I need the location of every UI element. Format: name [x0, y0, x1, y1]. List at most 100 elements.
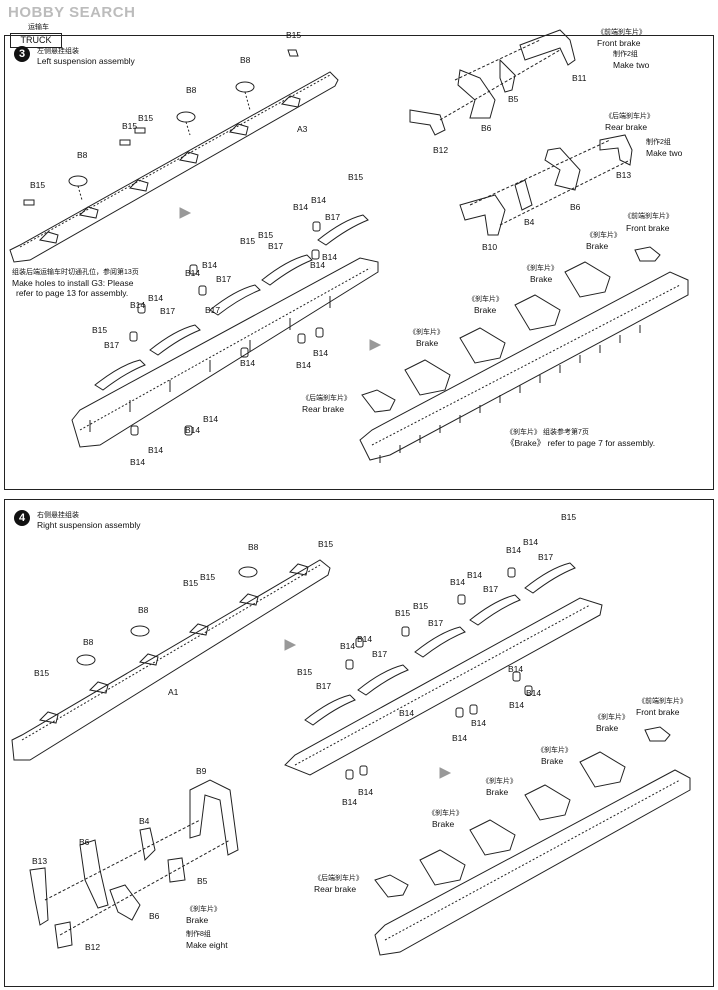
suspension-beam-brakes-step3: [359, 271, 689, 461]
brake-en: Brake: [541, 756, 564, 766]
rear-brake-cn: 《后端刹车片》: [605, 113, 654, 120]
header-subtitle: 运输车: [28, 24, 49, 31]
label-b17: B17: [205, 305, 221, 315]
brake-en: Brake: [474, 305, 497, 315]
make-two-en: Make two: [646, 148, 683, 158]
label-b4: B4: [524, 217, 535, 227]
label-b14: B14: [185, 268, 201, 278]
label-b15: B15: [286, 30, 302, 40]
label-b14: B14: [357, 634, 373, 644]
rear-brake-cn: 《后端刹车片》: [314, 875, 363, 882]
label-b14: B14: [526, 688, 542, 698]
label-b15: B15: [122, 121, 138, 131]
brake-en: Brake: [432, 819, 455, 829]
label-b17: B17: [104, 340, 120, 350]
label-b8: B8: [186, 85, 197, 95]
brake-cn: 《刹车片》: [523, 265, 558, 272]
step3-note-en2: refer to page 13 for assembly.: [16, 288, 129, 298]
rear-brake-cn-2: 《后端刹车片》: [302, 395, 351, 402]
brake-cn: 《刹车片》: [482, 778, 517, 785]
make-two-en: Make two: [613, 60, 650, 70]
label-b14: B14: [202, 260, 218, 270]
label-b15: B15: [30, 180, 46, 190]
label-b15: B15: [561, 512, 577, 522]
part-b8-1: [68, 175, 88, 187]
part-b4-step4: [139, 827, 156, 862]
label-b9: B9: [196, 766, 207, 776]
make-two-cn: 制作2组: [613, 51, 638, 58]
front-brake-en: Front brake: [636, 707, 680, 717]
label-b17: B17: [216, 274, 232, 284]
label-b13: B13: [616, 170, 632, 180]
part-b13-step3: [599, 134, 633, 166]
brake-en: Brake: [416, 338, 439, 348]
part-b4-step3: [514, 179, 533, 211]
refer-note-en: 《Brake》 refer to page 7 for assembly.: [506, 438, 656, 448]
brake-cn: 《刹车片》: [537, 747, 572, 754]
part-b8-2: [176, 111, 196, 123]
label-b14: B14: [523, 537, 539, 547]
label-b17: B17: [316, 681, 332, 691]
part-b8-3: [235, 81, 255, 93]
label-b14: B14: [311, 195, 327, 205]
label-b15: B15: [258, 230, 274, 240]
suspension-beam-assembled-s4: [284, 597, 603, 776]
part-b6b-step3: [544, 147, 581, 191]
label-b15: B15: [34, 668, 50, 678]
label-b14: B14: [313, 348, 329, 358]
label-b14: B14: [130, 300, 146, 310]
step3-note-en1: Make holes to install G3: Please: [12, 278, 134, 288]
make-eight-en: Make eight: [186, 940, 228, 950]
label-b10: B10: [482, 242, 498, 252]
front-brake-en-2: Front brake: [626, 223, 670, 233]
label-b14: B14: [148, 293, 164, 303]
label-b14: B14: [506, 545, 522, 555]
label-b14: B14: [340, 641, 356, 651]
part-b10-step3: [459, 194, 506, 236]
label-b8: B8: [138, 605, 149, 615]
brake-en: Brake: [586, 241, 609, 251]
label-b17: B17: [325, 212, 341, 222]
brake-en: Brake: [596, 723, 619, 733]
label-b15: B15: [318, 539, 334, 549]
label-b6: B6: [570, 202, 581, 212]
label-b14: B14: [342, 797, 358, 807]
part-b6-step3: [457, 69, 496, 119]
label-b14: B14: [467, 570, 483, 580]
label-b8: B8: [83, 637, 94, 647]
rear-brake-en: Rear brake: [314, 884, 357, 894]
step3-title-cn: 左侧悬挂组装: [37, 48, 79, 55]
label-b8: B8: [77, 150, 88, 160]
step4-title-en: Right suspension assembly: [37, 520, 141, 530]
front-brake-en: Front brake: [597, 38, 641, 48]
label-b6: B6: [481, 123, 492, 133]
brake-en: Brake: [486, 787, 509, 797]
part-b5-step3: [499, 58, 516, 93]
label-b8: B8: [248, 542, 259, 552]
label-b6: B6: [149, 911, 160, 921]
front-brake-cn: 《前端刹车片》: [597, 29, 646, 36]
label-b17: B17: [483, 584, 499, 594]
part-b8-s4-3: [238, 566, 258, 578]
refer-note-cn: 《刹车片》 组装参考第7页: [506, 429, 589, 436]
label-b14: B14: [240, 358, 256, 368]
label-b17: B17: [538, 552, 554, 562]
step3-note-cn: 组装后端运输车时切通孔位，参阅第13页: [12, 269, 139, 276]
label-b17: B17: [160, 306, 176, 316]
label-b12: B12: [433, 145, 449, 155]
part-b6b-step4: [109, 884, 141, 921]
label-b14: B14: [148, 445, 164, 455]
brake-cn: 《刹车片》: [594, 714, 629, 721]
label-b14: B14: [322, 252, 338, 262]
make-eight-cn: 制作8组: [186, 931, 211, 938]
watermark-logo: HOBBY SEARCH: [8, 4, 135, 21]
suspension-beam-a3: [9, 71, 339, 263]
label-b14: B14: [296, 360, 312, 370]
part-b8-s4-1: [76, 654, 96, 666]
step3-panel: [4, 35, 714, 490]
label-b14: B14: [509, 700, 525, 710]
label-b8: B8: [240, 55, 251, 65]
suspension-beam-a1: [11, 559, 331, 761]
label-b15: B15: [200, 572, 216, 582]
